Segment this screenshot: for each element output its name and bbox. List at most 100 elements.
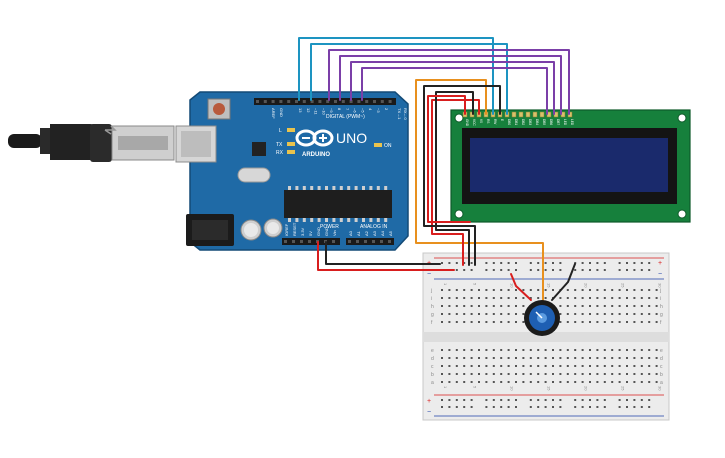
terminal-hole[interactable] — [552, 365, 554, 367]
terminal-hole[interactable] — [626, 289, 628, 291]
terminal-hole[interactable] — [485, 313, 488, 315]
lcd-pin[interactable] — [518, 111, 524, 118]
terminal-hole[interactable] — [507, 313, 510, 315]
terminal-hole[interactable] — [655, 349, 658, 351]
rail-hole[interactable] — [596, 262, 599, 264]
terminal-hole[interactable] — [633, 297, 636, 299]
terminal-hole[interactable] — [522, 365, 525, 367]
terminal-hole[interactable] — [552, 357, 554, 359]
terminal-hole[interactable] — [655, 365, 658, 367]
rail-hole[interactable] — [603, 399, 606, 401]
terminal-hole[interactable] — [448, 349, 451, 351]
rail-hole[interactable] — [485, 399, 488, 401]
rail-hole[interactable] — [507, 406, 510, 408]
terminal-hole[interactable] — [529, 365, 532, 367]
terminal-hole[interactable] — [611, 381, 614, 383]
terminal-hole[interactable] — [441, 297, 443, 299]
terminal-hole[interactable] — [544, 381, 547, 383]
terminal-hole[interactable] — [566, 349, 569, 351]
terminal-hole[interactable] — [581, 381, 584, 383]
terminal-hole[interactable] — [544, 289, 547, 291]
rail-hole[interactable] — [515, 262, 517, 264]
terminal-hole[interactable] — [478, 305, 480, 307]
terminal-hole[interactable] — [448, 321, 451, 323]
rail-hole[interactable] — [544, 406, 547, 408]
terminal-hole[interactable] — [485, 349, 488, 351]
rail-hole[interactable] — [581, 269, 584, 271]
rail-hole[interactable] — [648, 399, 651, 401]
rail-hole[interactable] — [559, 269, 562, 271]
terminal-hole[interactable] — [485, 365, 488, 367]
terminal-hole[interactable] — [603, 305, 606, 307]
terminal-hole[interactable] — [596, 305, 599, 307]
terminal-hole[interactable] — [478, 313, 480, 315]
terminal-hole[interactable] — [611, 289, 614, 291]
terminal-hole[interactable] — [537, 373, 540, 375]
rail-hole[interactable] — [485, 262, 488, 264]
terminal-hole[interactable] — [611, 321, 614, 323]
terminal-hole[interactable] — [522, 349, 525, 351]
terminal-hole[interactable] — [537, 289, 540, 291]
terminal-hole[interactable] — [618, 305, 621, 307]
terminal-hole[interactable] — [507, 381, 510, 383]
rail-hole[interactable] — [507, 269, 510, 271]
terminal-hole[interactable] — [441, 313, 443, 315]
terminal-hole[interactable] — [574, 297, 577, 299]
rail-hole[interactable] — [640, 399, 643, 401]
rail-hole[interactable] — [492, 399, 495, 401]
lcd-pin[interactable] — [532, 111, 538, 118]
terminal-hole[interactable] — [507, 289, 510, 291]
rail-hole[interactable] — [574, 406, 577, 408]
rail-hole[interactable] — [603, 262, 606, 264]
wire-purple-4[interactable] — [361, 67, 548, 115]
terminal-hole[interactable] — [589, 365, 591, 367]
rail-hole[interactable] — [441, 406, 443, 408]
terminal-hole[interactable] — [566, 357, 569, 359]
rail-hole[interactable] — [537, 269, 540, 271]
terminal-hole[interactable] — [589, 357, 591, 359]
terminal-hole[interactable] — [448, 313, 451, 315]
terminal-hole[interactable] — [574, 381, 577, 383]
terminal-hole[interactable] — [626, 365, 628, 367]
terminal-hole[interactable] — [544, 349, 547, 351]
header-hole[interactable] — [341, 100, 345, 103]
rail-hole[interactable] — [529, 269, 532, 271]
terminal-hole[interactable] — [492, 373, 495, 375]
terminal-hole[interactable] — [611, 313, 614, 315]
rail-hole[interactable] — [574, 262, 577, 264]
terminal-hole[interactable] — [455, 381, 458, 383]
terminal-hole[interactable] — [552, 381, 554, 383]
terminal-hole[interactable] — [626, 313, 628, 315]
terminal-hole[interactable] — [633, 349, 636, 351]
terminal-hole[interactable] — [559, 381, 562, 383]
terminal-hole[interactable] — [470, 297, 473, 299]
terminal-hole[interactable] — [611, 373, 614, 375]
rail-hole[interactable] — [633, 262, 636, 264]
terminal-hole[interactable] — [515, 289, 517, 291]
rail-hole[interactable] — [633, 406, 636, 408]
wire-black-pot[interactable] — [551, 263, 576, 301]
terminal-hole[interactable] — [522, 357, 525, 359]
terminal-hole[interactable] — [441, 321, 443, 323]
header-hole[interactable] — [308, 240, 311, 243]
header-hole[interactable] — [365, 100, 369, 103]
header-hole[interactable] — [271, 100, 275, 103]
terminal-hole[interactable] — [596, 357, 599, 359]
terminal-hole[interactable] — [603, 349, 606, 351]
terminal-hole[interactable] — [522, 289, 525, 291]
terminal-hole[interactable] — [566, 305, 569, 307]
terminal-hole[interactable] — [559, 321, 562, 323]
terminal-hole[interactable] — [640, 321, 643, 323]
terminal-hole[interactable] — [500, 321, 503, 323]
rail-hole[interactable] — [529, 399, 532, 401]
terminal-hole[interactable] — [492, 297, 495, 299]
terminal-hole[interactable] — [492, 305, 495, 307]
terminal-hole[interactable] — [618, 381, 621, 383]
wire-red-5v[interactable] — [317, 241, 455, 271]
header-hole[interactable] — [380, 240, 383, 243]
rail-hole[interactable] — [448, 406, 451, 408]
terminal-hole[interactable] — [566, 313, 569, 315]
terminal-hole[interactable] — [626, 373, 628, 375]
rail-hole[interactable] — [589, 399, 591, 401]
terminal-hole[interactable] — [648, 357, 651, 359]
